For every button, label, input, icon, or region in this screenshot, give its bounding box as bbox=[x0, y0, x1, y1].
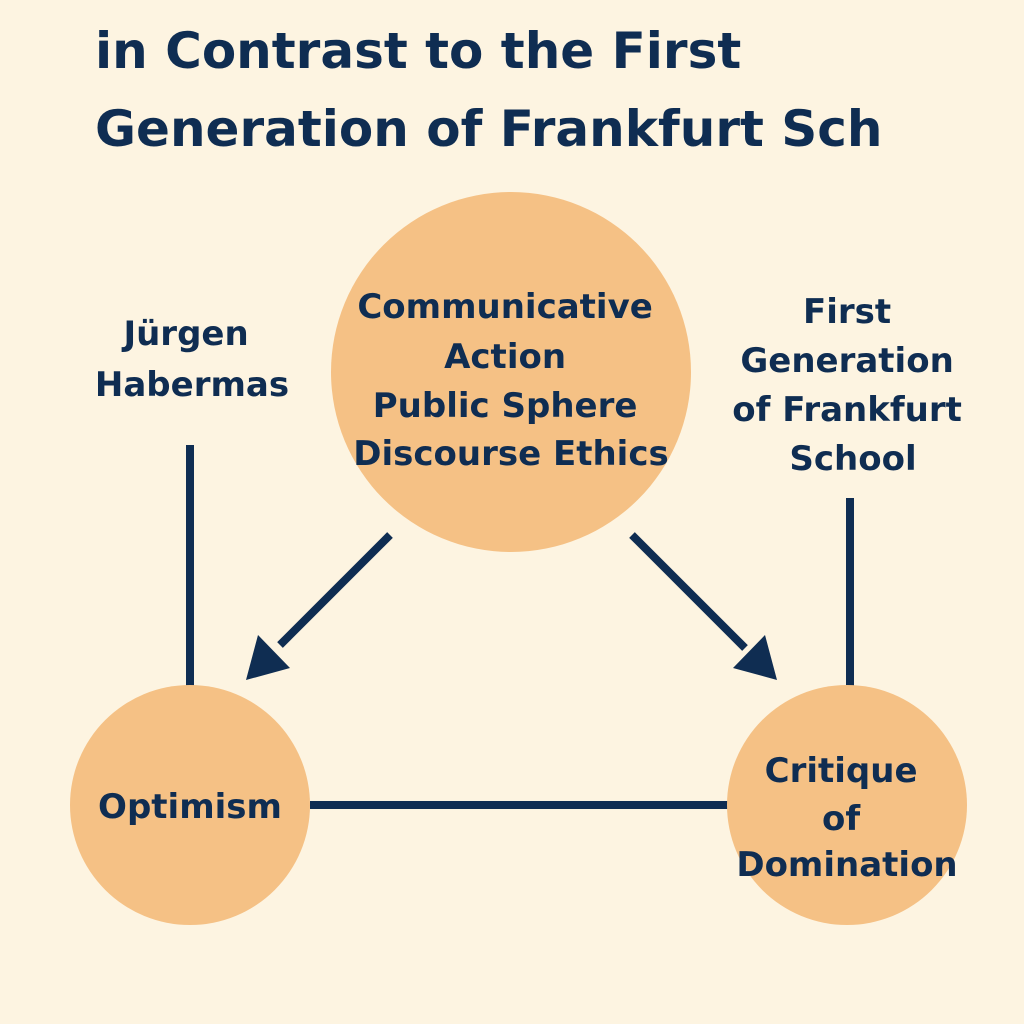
domination-node-line: of bbox=[822, 799, 861, 839]
optimism-node-line: Optimism bbox=[98, 787, 282, 827]
first-generation-label-line: First bbox=[803, 292, 891, 332]
first-generation-label: First Generation of Frankfurt School bbox=[732, 292, 973, 479]
title-line-2: Generation of Frankfurt Sch bbox=[95, 100, 883, 158]
domination-node-text: Critique of Domination bbox=[736, 751, 957, 885]
first-generation-label-line: School bbox=[789, 439, 916, 479]
title-line-1: in Contrast to the First bbox=[95, 22, 741, 80]
center-node-line: Communicative bbox=[357, 287, 652, 327]
arrow-to-optimism-shaft bbox=[277, 532, 393, 648]
center-node-line: Discourse Ethics bbox=[353, 434, 668, 474]
arrow-to-domination-shaft bbox=[629, 532, 748, 651]
habermas-label-line: Jürgen bbox=[121, 314, 248, 354]
center-node-line: Public Sphere bbox=[373, 386, 638, 426]
arrow-to-domination-head bbox=[733, 635, 777, 680]
domination-node-circle bbox=[727, 685, 967, 925]
domination-node-line: Critique bbox=[765, 751, 918, 791]
arrow-to-optimism-head bbox=[246, 635, 290, 680]
center-node-line: Action bbox=[444, 337, 566, 377]
first-generation-label-line: of Frankfurt bbox=[732, 390, 962, 430]
optimism-node-text: Optimism bbox=[98, 787, 282, 827]
center-node-text: Communicative Action Public Sphere Disco… bbox=[353, 287, 668, 474]
habermas-label-line: Habermas bbox=[95, 365, 289, 405]
optimism-node-circle bbox=[70, 685, 310, 925]
first-generation-label-line: Generation bbox=[740, 341, 953, 381]
diagram-title: in Contrast to the First Generation of F… bbox=[95, 22, 883, 158]
habermas-label: Jürgen Habermas bbox=[95, 314, 289, 405]
center-node-circle bbox=[331, 192, 691, 552]
domination-node-line: Domination bbox=[736, 845, 957, 885]
